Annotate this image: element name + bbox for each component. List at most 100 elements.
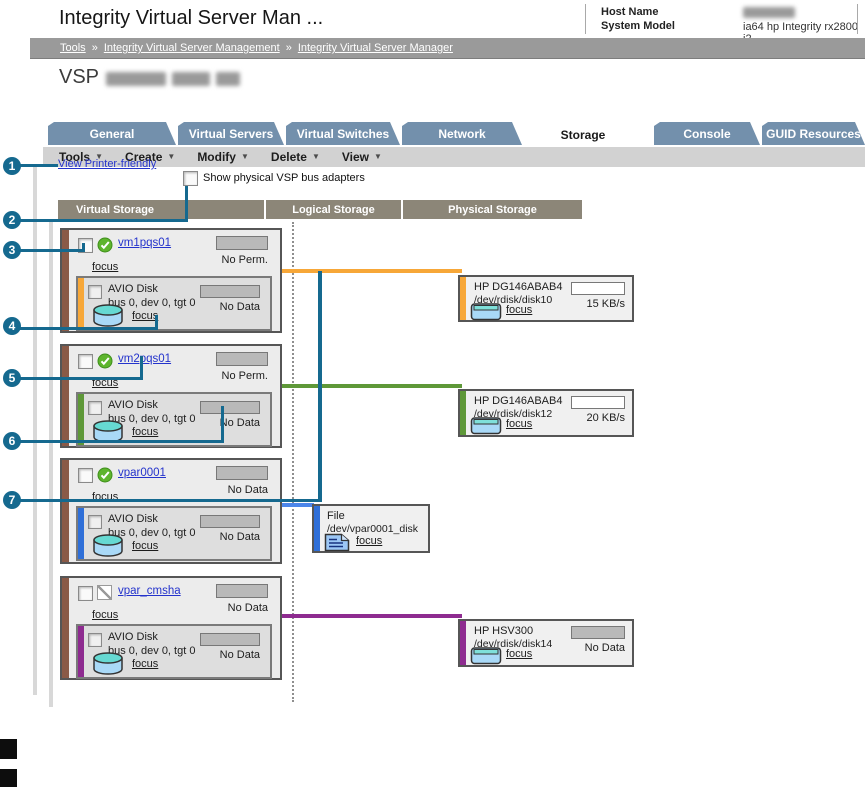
server-name-link[interactable]: vm2pqs01 xyxy=(118,353,172,365)
callout-line-6 xyxy=(20,440,224,443)
menu-create[interactable]: Create▼ xyxy=(125,150,176,164)
app-title: Integrity Virtual Server Man ... xyxy=(59,7,324,29)
view-printer-friendly-link[interactable]: View Printer-friendly xyxy=(58,158,157,170)
physical-focus-link[interactable]: focus xyxy=(506,304,533,316)
show-vsp-bus-adapters-checkbox[interactable] xyxy=(183,171,198,186)
breadcrumb-link-ivsm[interactable]: Integrity Virtual Server Management xyxy=(103,42,280,54)
server-name-link[interactable]: vpar0001 xyxy=(118,467,166,479)
physical-stripe xyxy=(460,391,466,435)
logical-path: /dev/vpar0001_disk xyxy=(327,523,419,535)
file-icon xyxy=(324,533,350,552)
disk-type: AVIO Disk xyxy=(108,631,158,643)
menu-delete[interactable]: Delete▼ xyxy=(270,150,320,164)
disk-focus-link[interactable]: focus xyxy=(132,310,159,322)
virtual-disk-icon xyxy=(93,652,123,675)
disk-stripe xyxy=(78,508,84,559)
physical-focus-link[interactable]: focus xyxy=(506,648,533,660)
server-focus-link[interactable]: focus xyxy=(92,609,119,621)
physical-model: HP DG146ABAB4 xyxy=(474,395,563,407)
avio-disk-card: AVIO Disk bus 0, dev 0, tgt 0 No Data fo… xyxy=(76,276,272,331)
tab-network[interactable]: Network xyxy=(402,122,522,145)
disk-focus-link[interactable]: focus xyxy=(132,426,159,438)
throughput-value: 20 KB/s xyxy=(586,412,625,424)
server-checkbox[interactable] xyxy=(78,586,93,601)
throughput-meter xyxy=(571,282,625,295)
server-name-link[interactable]: vpar_cmsha xyxy=(118,585,181,597)
throughput-value: No Data xyxy=(584,642,625,654)
disk-checkbox[interactable] xyxy=(88,515,102,529)
disk-checkbox[interactable] xyxy=(88,285,102,299)
server-focus-link[interactable]: focus xyxy=(92,377,119,389)
callout-line-3 xyxy=(20,249,85,252)
throughput-meter xyxy=(571,396,625,409)
physical-path: /dev/rdisk/disk10 xyxy=(474,294,553,306)
tab-general[interactable]: General xyxy=(48,122,176,145)
table-left-border xyxy=(49,222,53,707)
connection-line-vm2pqs01 xyxy=(282,384,462,388)
callout-1-badge: 1 xyxy=(3,157,21,175)
logical-focus-link[interactable]: focus xyxy=(356,535,383,547)
status-ok-icon xyxy=(97,237,113,253)
server-checkbox[interactable] xyxy=(78,354,93,369)
physical-disk-icon xyxy=(470,303,502,321)
disk-focus-link[interactable]: focus xyxy=(132,658,159,670)
chevron-down-icon: ▼ xyxy=(240,152,249,161)
avio-disk-card: AVIO Disk bus 0, dev 0, tgt 0 No Data fo… xyxy=(76,624,272,679)
callout-2-badge: 2 xyxy=(3,211,21,229)
callout-5-badge: 5 xyxy=(3,369,21,387)
physical-focus-link[interactable]: focus xyxy=(506,418,533,430)
pane-left-border xyxy=(33,164,37,695)
disk-checkbox[interactable] xyxy=(88,633,102,647)
callout-4-badge: 4 xyxy=(3,317,21,335)
redacted-vsp-name xyxy=(172,72,210,86)
server-checkbox[interactable] xyxy=(78,468,93,483)
callout-6-badge: 6 xyxy=(3,432,21,450)
redacted-vsp-name xyxy=(216,72,240,86)
connection-line-vpar-cmsha xyxy=(282,614,462,618)
virtual-disk-icon xyxy=(93,304,123,327)
disk-focus-link[interactable]: focus xyxy=(132,540,159,552)
redacted-host-name xyxy=(743,7,795,18)
disk-stripe xyxy=(78,626,84,677)
disk-address: bus 0, dev 0, tgt 0 xyxy=(108,645,196,657)
disk-checkbox[interactable] xyxy=(88,401,102,415)
disk-address: bus 0, dev 0, tgt 0 xyxy=(108,527,196,539)
column-header-virtual-storage: Virtual Storage xyxy=(58,200,264,219)
callout-line-5 xyxy=(20,377,143,380)
tab-guid-resources[interactable]: GUID Resources xyxy=(762,122,865,145)
menu-tools[interactable]: Tools▼ xyxy=(59,150,104,164)
disk-stripe xyxy=(78,394,84,445)
menu-view[interactable]: View▼ xyxy=(341,150,382,164)
menu-modify[interactable]: Modify▼ xyxy=(197,150,249,164)
header-divider xyxy=(585,4,586,34)
disk-stripe xyxy=(78,278,84,329)
meter-value: No Data xyxy=(219,301,260,313)
logical-column-divider xyxy=(292,222,294,702)
tab-virtual-switches[interactable]: Virtual Switches xyxy=(286,122,400,145)
utilization-meter xyxy=(200,285,260,298)
breadcrumb-link-tools[interactable]: Tools xyxy=(60,42,86,54)
breadcrumb-separator: » xyxy=(91,42,98,54)
disk-type: AVIO Disk xyxy=(108,283,158,295)
disk-type: AVIO Disk xyxy=(108,513,158,525)
callout-line-2 xyxy=(20,219,188,222)
callout-7-badge: 7 xyxy=(3,491,21,509)
tab-virtual-servers[interactable]: Virtual Servers xyxy=(178,122,284,145)
server-name-link[interactable]: vm1pqs01 xyxy=(118,237,172,249)
show-vsp-bus-adapters-label: Show physical VSP bus adapters xyxy=(203,172,365,184)
callout-line-2 xyxy=(185,186,188,222)
meter-value: No Data xyxy=(219,417,260,429)
virtual-server-card-vpar0001: vpar0001 No Data focus AVIO Disk bus 0, … xyxy=(60,458,282,564)
server-focus-link[interactable]: focus xyxy=(92,261,119,273)
callout-line-4 xyxy=(155,315,158,330)
tab-console[interactable]: Console xyxy=(654,122,760,145)
physical-storage-card-disk10: HP DG146ABAB4 /dev/rdisk/disk10 15 KB/s … xyxy=(458,275,634,322)
tab-storage[interactable]: Storage xyxy=(524,122,642,147)
server-stripe xyxy=(62,346,69,446)
connection-line-vpar0001 xyxy=(282,503,314,507)
file-stripe xyxy=(314,506,320,551)
server-stripe xyxy=(62,578,69,678)
breadcrumb-link-manager[interactable]: Integrity Virtual Server Manager xyxy=(297,42,453,54)
utilization-meter xyxy=(216,466,268,480)
